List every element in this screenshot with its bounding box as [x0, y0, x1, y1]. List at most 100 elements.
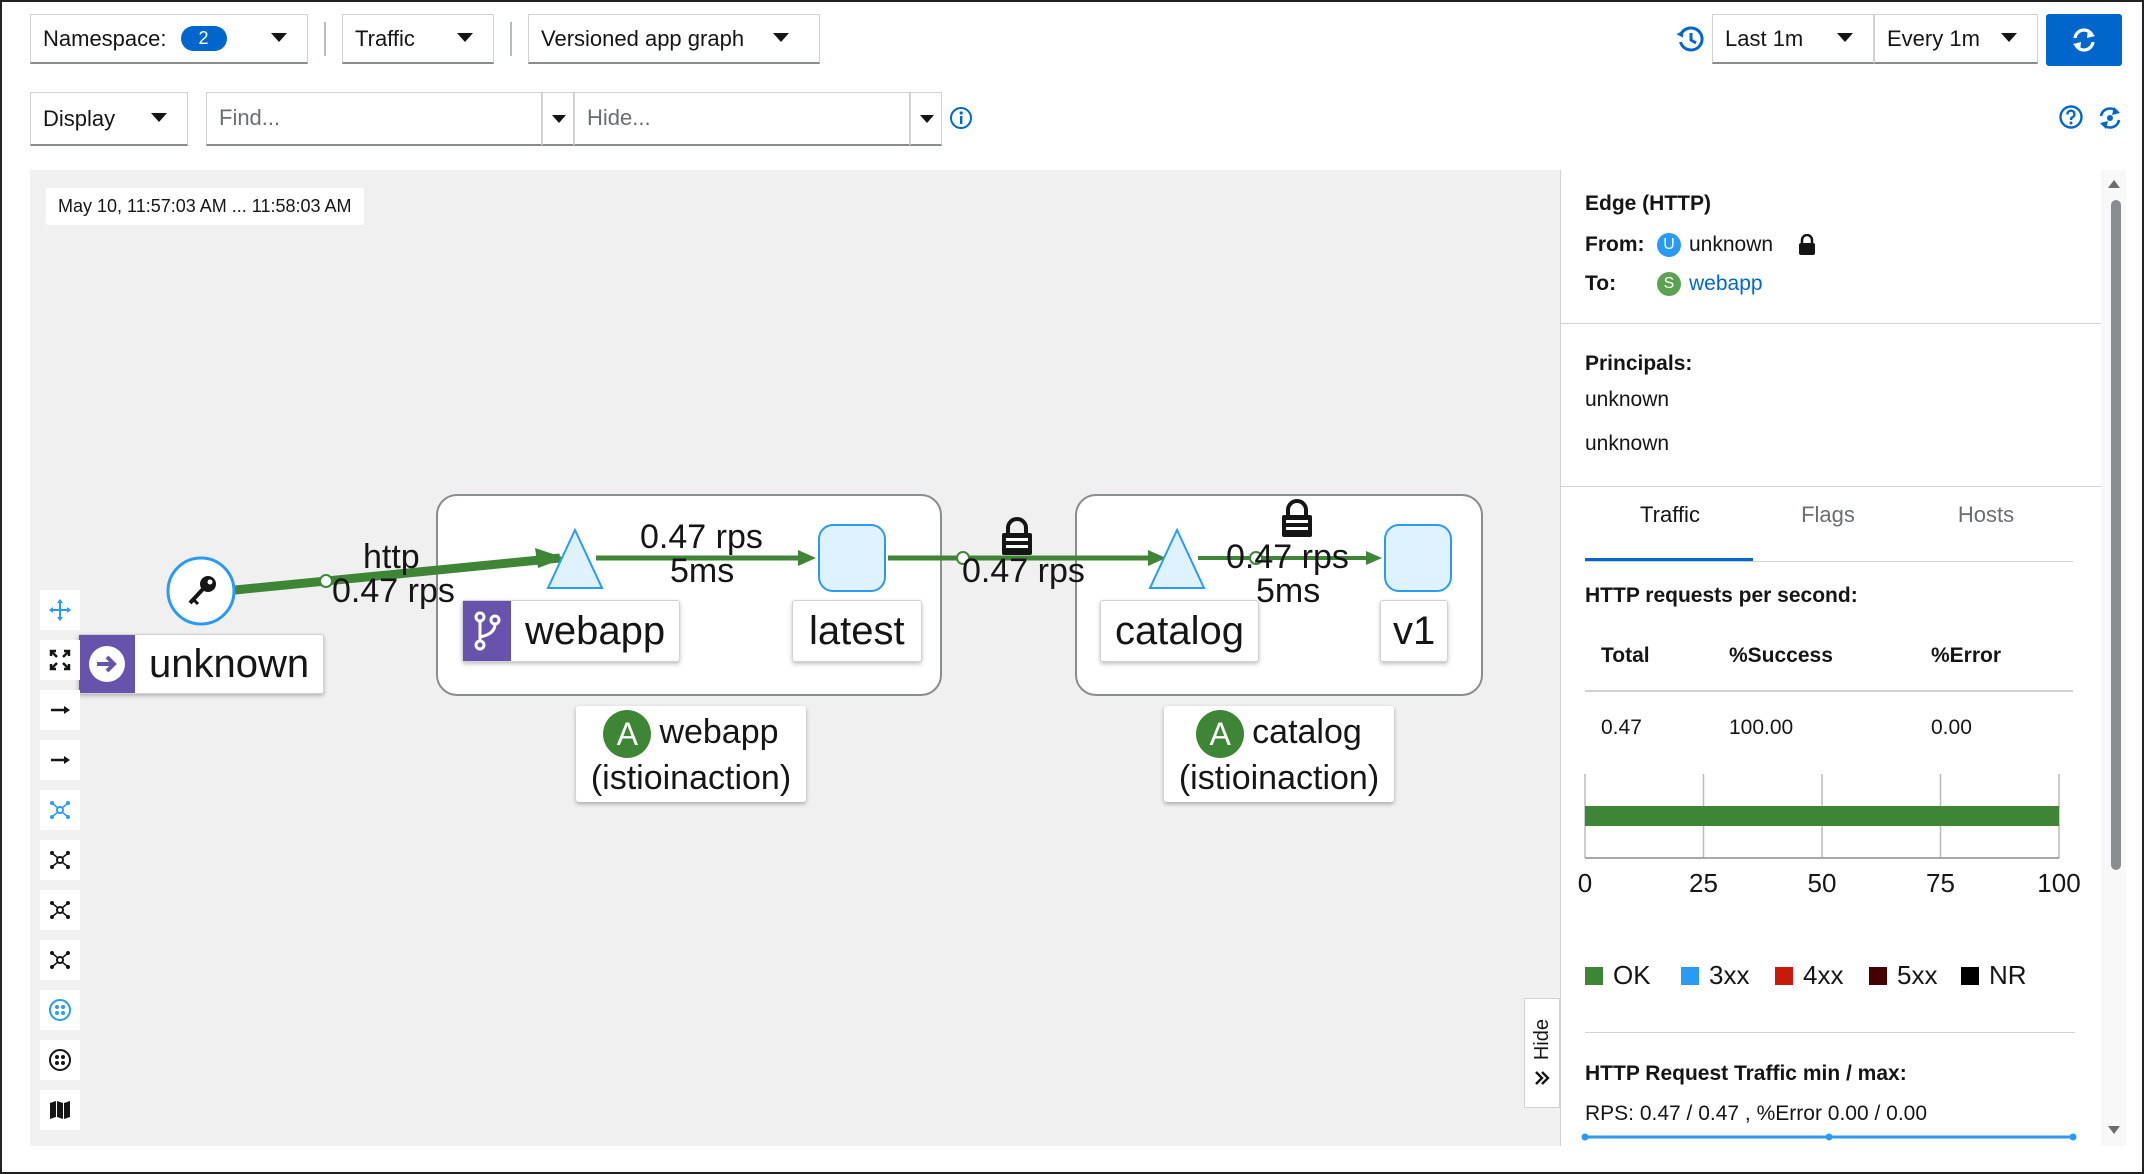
find-input[interactable] [207, 93, 541, 143]
scrollbar-thumb[interactable] [2111, 200, 2121, 870]
hide-input-box[interactable] [574, 92, 910, 146]
layout-1-icon[interactable] [40, 840, 80, 880]
hide-panel-toggle[interactable]: Hide [1524, 998, 1560, 1108]
traffic-dropdown[interactable]: Traffic [342, 14, 494, 64]
panel-scrollbar[interactable] [2101, 170, 2126, 1146]
tab-flags[interactable]: Flags [1801, 502, 1855, 527]
minmax-value: RPS: 0.47 / 0.47 , %Error 0.00 / 0.00 [1585, 1102, 1928, 1125]
key-icon [188, 576, 216, 606]
edge-latency-label: 5ms [670, 552, 735, 590]
layout-arrow-icon[interactable] [40, 740, 80, 780]
display-label: Display [43, 105, 116, 131]
refresh-interval-dropdown[interactable]: Every 1m [1874, 14, 2038, 64]
principal-destination: unknown [1585, 432, 1670, 455]
help-icon[interactable] [2058, 104, 2084, 130]
caret-down-icon [271, 33, 287, 42]
find-input-box[interactable] [206, 92, 542, 146]
layout-2-icon[interactable] [40, 890, 80, 930]
sync-icon [2073, 28, 2095, 52]
scroll-up-icon[interactable] [2101, 174, 2126, 194]
duration-dropdown[interactable]: Last 1m [1712, 14, 1874, 64]
double-chevron-right-icon [1535, 1070, 1550, 1085]
legend-map-icon[interactable] [40, 1090, 80, 1130]
legend-item-ok: OK [1585, 960, 1651, 991]
namespace-dropdown[interactable]: Namespace: 2 [30, 14, 308, 64]
namespace-layout-icon[interactable] [40, 990, 80, 1030]
virtual-service-branch-icon [463, 601, 511, 661]
layout-default-icon[interactable] [40, 790, 80, 830]
caret-down-icon [151, 113, 167, 122]
legend-label: OK [1613, 960, 1651, 990]
chart-bar-ok[interactable] [1585, 806, 2059, 826]
panel-divider [1561, 323, 2101, 324]
table-header-divider [1585, 690, 2073, 692]
tab-hosts[interactable]: Hosts [1957, 502, 2015, 527]
tab-traffic[interactable]: Traffic [1640, 502, 1700, 527]
caret-down-icon [920, 115, 934, 123]
legend-swatch [1681, 966, 1699, 985]
edge-rps-label: 0.47 rps [962, 552, 1085, 590]
principals-label: Principals: [1585, 352, 1693, 375]
chart-tick-label: 50 [1808, 868, 1837, 898]
layout-3-icon[interactable] [40, 940, 80, 980]
graph-canvas[interactable]: May 10, 11:57:03 AM ... 11:58:03 AM [30, 170, 1560, 1146]
to-service-link[interactable]: webapp [1689, 272, 1763, 295]
catalog-service-node[interactable] [1148, 527, 1206, 589]
reset-view-icon[interactable] [2096, 104, 2124, 132]
webapp-service-label[interactable]: webapp [462, 600, 681, 662]
lock-icon [1797, 233, 1817, 256]
webapp-service-node[interactable] [546, 527, 604, 589]
layout-arrow-icon[interactable] [40, 690, 80, 730]
chart-tick-label: 100 [2037, 868, 2080, 898]
caret-down-icon [552, 115, 566, 123]
panel-divider [1561, 486, 2101, 487]
legend-item-4xx: 4xx [1775, 960, 1843, 991]
catalog-v1-label[interactable]: v1 [1380, 600, 1449, 662]
info-icon[interactable] [949, 106, 973, 130]
edge-arrowhead [535, 548, 565, 568]
app-badge: A [603, 710, 652, 758]
caret-down-icon [457, 33, 473, 42]
fit-to-screen-icon[interactable] [40, 640, 80, 680]
edge-unknown-webapp[interactable] [234, 553, 561, 595]
catalog-service-label[interactable]: catalog [1100, 600, 1259, 662]
graph-type-dropdown[interactable]: Versioned app graph [528, 14, 820, 64]
catalog-v1-node[interactable] [1384, 524, 1452, 592]
find-history-toggle[interactable] [542, 92, 574, 146]
display-dropdown[interactable]: Display [30, 92, 188, 146]
edge-source-dot [1249, 551, 1263, 565]
unknown-node-label[interactable]: unknown [78, 634, 325, 694]
table-header-error: %Error [1931, 644, 2002, 667]
duration-label: Last 1m [1725, 25, 1804, 51]
webapp-latest-node[interactable] [818, 524, 886, 592]
pan-icon[interactable] [40, 590, 80, 630]
rps-section-title: HTTP requests per second: [1585, 584, 1858, 607]
edge-rps-label: 0.47 rps [640, 518, 763, 556]
tabs-baseline [1585, 561, 2073, 562]
to-label: To: [1585, 272, 1617, 295]
namespace-layout-alt-icon[interactable] [40, 1040, 80, 1080]
history-icon[interactable] [1676, 24, 1706, 54]
toolbar-divider [510, 22, 512, 56]
panel-title: Edge (HTTP) [1585, 192, 1711, 215]
legend-swatch [1585, 966, 1603, 985]
chart-tick-label: 75 [1926, 868, 1955, 898]
refresh-button[interactable] [2046, 14, 2122, 66]
scroll-down-icon[interactable] [2101, 1120, 2126, 1140]
hide-history-toggle[interactable] [910, 92, 942, 146]
webapp-latest-label[interactable]: latest [792, 600, 922, 662]
caret-down-icon [2001, 33, 2017, 42]
principal-source: unknown [1585, 388, 1670, 411]
app-badge: A [1196, 710, 1245, 758]
hide-input[interactable] [575, 93, 909, 143]
legend-swatch [1775, 966, 1793, 985]
table-cell-success: 100.00 [1729, 716, 1794, 739]
edge-rps-label: 0.47 rps [332, 572, 455, 610]
unknown-badge: U [1657, 233, 1681, 258]
edge-arrowhead [1366, 551, 1382, 565]
